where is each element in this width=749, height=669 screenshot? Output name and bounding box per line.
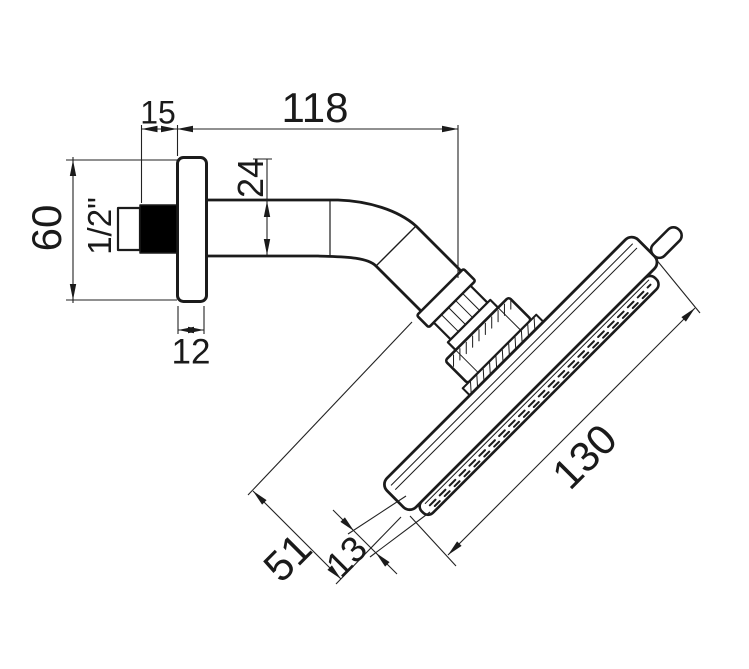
dim-flange-size-label: 60 [23,205,70,252]
face-plate-lip-line [424,279,650,505]
dim-faceplate-thickness-label: 13 [318,528,375,585]
wall-flange [176,156,208,303]
dimension-arrowheads [69,125,695,579]
dim-flange-depth-label: 12 [172,333,211,372]
swivel-pin [649,226,683,260]
dim-line-130 [447,307,696,556]
ext-line-13-inner [347,495,407,535]
ext-line-13-outer [369,511,431,558]
gasket-hatching [470,317,536,395]
dim-line-51 [252,490,342,580]
head-seam-line [390,243,633,486]
nozzle-row [433,287,653,507]
dim-arm-diameter-label: 24 [230,158,271,198]
ext-line-130-bottom [409,515,457,567]
nut-face-hatching [453,300,512,367]
elbow-joint-line [375,225,417,267]
dim-nipple-protrusion-label: 15 [140,95,176,131]
dim-line-13b [353,530,398,575]
shower-arm [204,198,464,314]
neck-groove-line [441,314,459,333]
dim-thread-size-label: 1/2" [81,197,118,255]
dim-arm-length-label: 118 [282,84,349,131]
ext-line-51-top [247,321,413,496]
neck-groove-line [448,307,467,326]
ext-line-51-bottom [335,516,402,585]
thread-nipple [139,204,178,254]
neck-groove-line [455,300,474,319]
nut-edge-line [497,307,522,331]
thread-nipple-end [116,206,142,252]
dim-head-length-label: 130 [543,415,626,498]
head-seam-line [395,247,638,490]
dim-head-depth-label: 51 [254,524,320,590]
neck-groove-line [462,293,481,311]
nozzle-row [428,283,652,507]
ext-line-130-top [654,257,701,314]
